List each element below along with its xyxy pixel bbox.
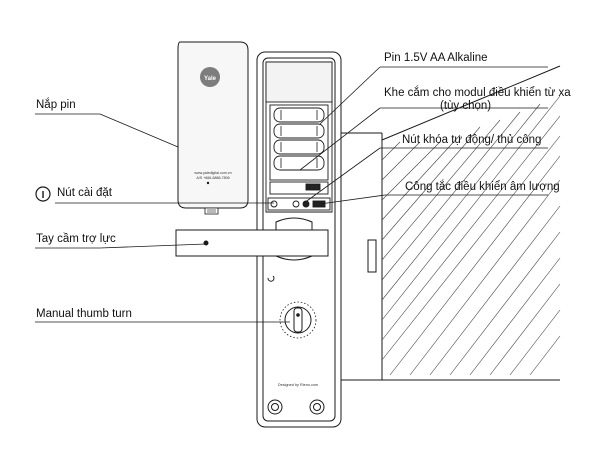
thumb-turn — [279, 301, 317, 339]
label-lock-button: Nút khóa tự động/ thủ công — [402, 134, 542, 146]
leader-lines — [35, 66, 548, 323]
control-switches — [267, 197, 331, 211]
cover-website: www.yaledigital.com.vn — [194, 171, 231, 175]
yale-logo — [200, 67, 220, 87]
handle — [175, 217, 329, 261]
module-slot — [269, 181, 329, 195]
label-install-button: Nút cài đặt — [57, 187, 112, 199]
wall-hatching — [381, 95, 561, 376]
label-thumb-turn: Manual thumb turn — [36, 308, 132, 320]
label-module-slot-2: (tùy chọn) — [440, 100, 492, 112]
door-frame — [335, 65, 561, 381]
label-volume-switch: Công tắc điều khiển âm lượng — [405, 181, 560, 193]
cover-phone: A/S +666-6886-7806 — [196, 176, 229, 180]
battery-cover — [177, 41, 249, 215]
label-battery: Pin 1.5V AA Alkaline — [384, 52, 488, 64]
reset-icon — [267, 275, 275, 282]
install-icon-circle — [35, 186, 51, 202]
battery-compartment — [265, 61, 333, 213]
aa-batteries — [273, 107, 325, 171]
designed-by-text: Designed by Rieno.com — [278, 383, 318, 387]
install-icon-glyph: I — [42, 190, 45, 201]
label-module-slot-1: Khe cắm cho modul điều khiển từ xa — [384, 87, 571, 99]
bottom-screws — [267, 399, 325, 415]
cover-brand: Yale — [204, 76, 217, 82]
label-handle: Tay cầm trợ lực — [36, 233, 116, 245]
label-battery-cover: Nắp pin — [36, 99, 76, 111]
